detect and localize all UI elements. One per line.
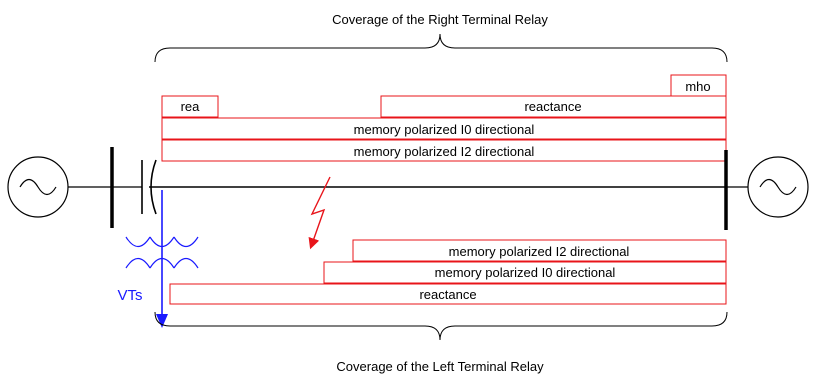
vt-label: VTs	[117, 287, 142, 304]
left-zone-i0-box	[323, 261, 727, 284]
top-caption: Coverage of the Right Terminal Relay	[332, 12, 548, 27]
left-zone-i2-box	[352, 239, 727, 262]
bottom-brace	[154, 311, 728, 341]
zone-mho-label: mho	[685, 79, 710, 94]
power-system	[7, 147, 809, 230]
zone-reactance-label: reactance	[524, 99, 581, 114]
zone-rea-box	[161, 95, 219, 118]
right-source-sine	[759, 178, 797, 196]
left-zone-i0-label: memory polarized I0 directional	[435, 265, 616, 280]
top-brace	[154, 33, 728, 63]
zone-i0-label: memory polarized I0 directional	[354, 122, 535, 137]
right-terminal-zones: mho rea reactance memory polarized I0 di…	[161, 74, 727, 162]
left-terminal-zones: memory polarized I2 directional memory p…	[169, 239, 727, 305]
zone-reactance-box	[380, 95, 727, 118]
zone-i2-label: memory polarized I2 directional	[354, 144, 535, 159]
left-source-sine	[19, 178, 57, 196]
fault-symbol	[308, 176, 331, 250]
left-zone-reactance-box	[169, 283, 727, 305]
zone-i0-box	[161, 117, 727, 140]
bottom-caption: Coverage of the Left Terminal Relay	[336, 359, 544, 374]
vt-arrow-icon	[156, 314, 168, 328]
zone-rea-label: rea	[181, 99, 201, 114]
voltage-transformers: VTs	[117, 190, 199, 328]
left-zone-reactance-label: reactance	[419, 287, 476, 302]
left-zone-i2-label: memory polarized I2 directional	[449, 244, 630, 259]
